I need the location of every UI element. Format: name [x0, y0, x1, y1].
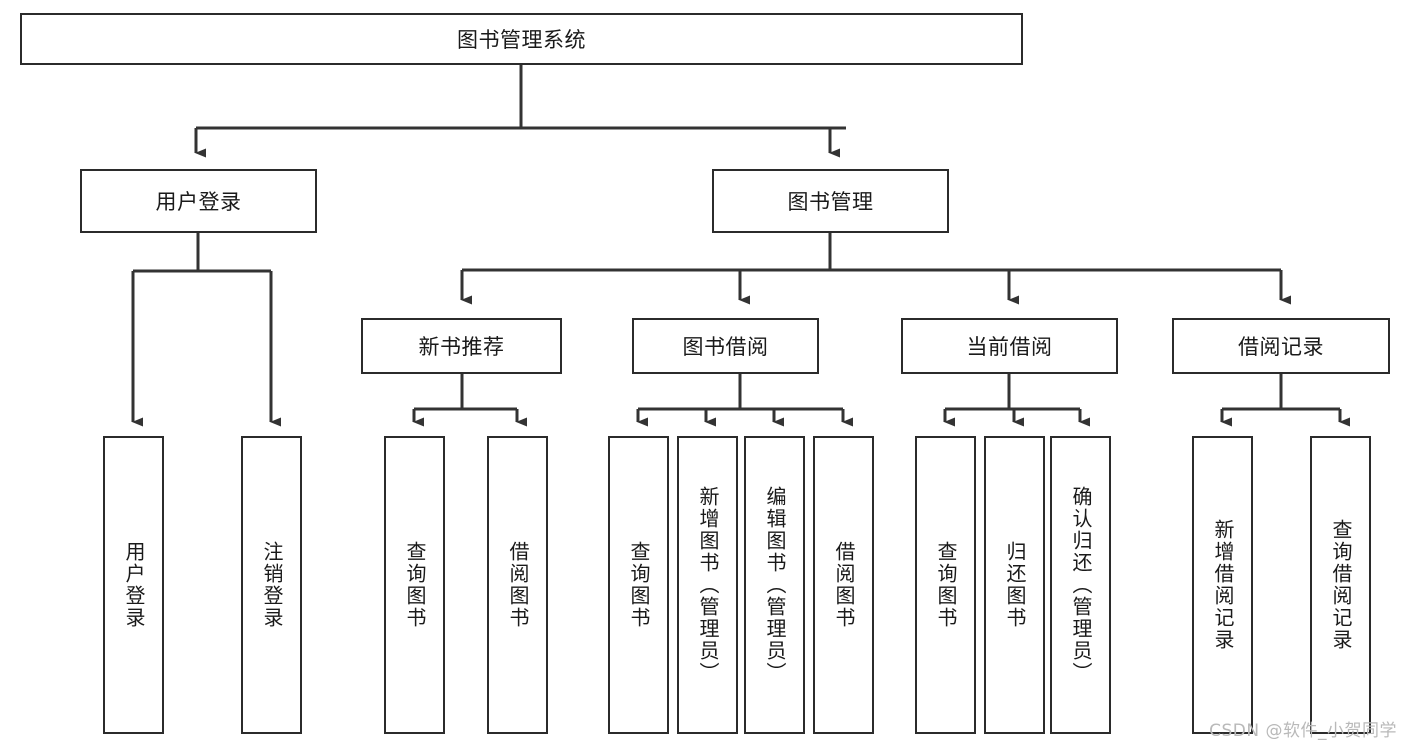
node-leaf-query-record-label: 查询借阅记录 [1329, 519, 1353, 651]
node-current-borrow[interactable]: 当前借阅 [901, 318, 1118, 374]
node-leaf-user-login-label: 用户登录 [122, 541, 146, 629]
node-leaf-edit-book[interactable]: 编辑图书（管理员） [744, 436, 805, 734]
node-leaf-confirm-return[interactable]: 确认归还（管理员） [1050, 436, 1111, 734]
node-new-book-recommend-label: 新书推荐 [418, 335, 505, 359]
node-leaf-query-book-1[interactable]: 查询图书 [384, 436, 445, 734]
node-current-borrow-label: 当前借阅 [966, 335, 1053, 359]
node-leaf-edit-book-label: 编辑图书（管理员） [763, 486, 787, 684]
node-leaf-return-book-label: 归还图书 [1003, 541, 1027, 629]
node-book-borrow-label: 图书借阅 [682, 335, 769, 359]
node-leaf-user-login[interactable]: 用户登录 [103, 436, 164, 734]
node-borrow-record[interactable]: 借阅记录 [1172, 318, 1390, 374]
node-root-label: 图书管理系统 [457, 28, 586, 52]
node-leaf-query-book-2[interactable]: 查询图书 [608, 436, 669, 734]
node-leaf-query-book-1-label: 查询图书 [403, 541, 427, 629]
node-new-book-recommend[interactable]: 新书推荐 [361, 318, 562, 374]
node-leaf-user-logout[interactable]: 注销登录 [241, 436, 302, 734]
node-leaf-add-book[interactable]: 新增图书（管理员） [677, 436, 738, 734]
node-leaf-query-book-3-label: 查询图书 [934, 541, 958, 629]
node-leaf-add-book-label: 新增图书（管理员） [696, 486, 720, 684]
node-leaf-borrow-book-2-label: 借阅图书 [832, 541, 856, 629]
node-leaf-add-record-label: 新增借阅记录 [1211, 519, 1235, 651]
node-leaf-confirm-return-label: 确认归还（管理员） [1069, 486, 1093, 684]
node-leaf-query-book-2-label: 查询图书 [627, 541, 651, 629]
node-leaf-add-record[interactable]: 新增借阅记录 [1192, 436, 1253, 734]
node-book-manage[interactable]: 图书管理 [712, 169, 949, 233]
node-leaf-borrow-book-1[interactable]: 借阅图书 [487, 436, 548, 734]
node-leaf-query-book-3[interactable]: 查询图书 [915, 436, 976, 734]
node-user-login[interactable]: 用户登录 [80, 169, 317, 233]
node-leaf-user-logout-label: 注销登录 [260, 541, 284, 629]
node-user-login-label: 用户登录 [155, 190, 242, 214]
node-book-borrow[interactable]: 图书借阅 [632, 318, 819, 374]
node-leaf-borrow-book-1-label: 借阅图书 [506, 541, 530, 629]
node-book-manage-label: 图书管理 [787, 190, 874, 214]
node-leaf-borrow-book-2[interactable]: 借阅图书 [813, 436, 874, 734]
node-leaf-query-record[interactable]: 查询借阅记录 [1310, 436, 1371, 734]
node-leaf-return-book[interactable]: 归还图书 [984, 436, 1045, 734]
node-root[interactable]: 图书管理系统 [20, 13, 1023, 65]
node-borrow-record-label: 借阅记录 [1238, 335, 1324, 359]
